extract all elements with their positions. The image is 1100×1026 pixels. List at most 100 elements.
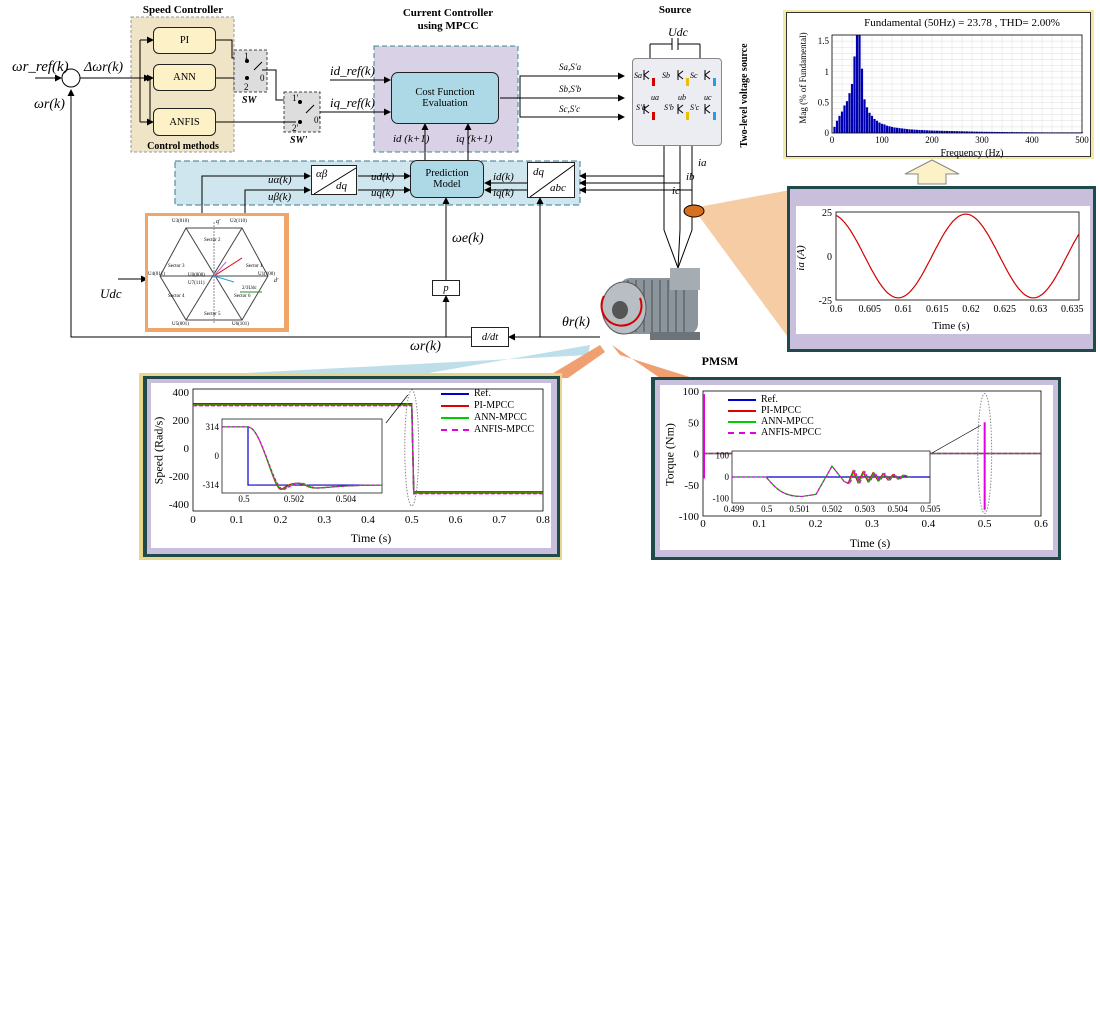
fft-bar	[893, 127, 896, 133]
inv-sb-prime-label: S'b	[664, 103, 674, 112]
fft-xtick-label: 500	[1075, 135, 1089, 145]
speed-inset-series	[222, 426, 383, 490]
inv-ub-label: ub	[678, 93, 686, 102]
fft-bar	[878, 122, 881, 133]
torque-legend: Ref. PI-MPCC ANN-MPCC ANFIS-MPCC	[728, 394, 821, 438]
sw-prime-mark-0: 0'	[314, 115, 321, 125]
ia-xtick-label: 0.625	[994, 304, 1017, 315]
fft-bar	[860, 68, 864, 133]
sw-mark-2: 2	[244, 82, 249, 92]
torque-legend-ref-text: Ref.	[761, 394, 778, 405]
omega-r-bottom-label: ωr(k)	[410, 339, 441, 354]
fft-bar	[1000, 132, 1004, 133]
fft-bar	[968, 131, 971, 133]
hex-u0: U0(000)	[188, 273, 205, 278]
fft-ytick-label: 0.5	[818, 97, 830, 107]
fft-bar	[993, 131, 996, 133]
speed-legend-ann: ANN-MPCC	[441, 412, 534, 424]
pmsm-label: PMSM	[701, 354, 739, 368]
hex-sector3: Sector 3	[168, 264, 185, 269]
inverter-circuit	[643, 38, 716, 120]
fft-bar	[910, 129, 914, 133]
inverter-box	[632, 58, 722, 146]
fft-bar	[938, 130, 941, 133]
ia-xtick-label: 0.62	[962, 304, 980, 315]
fft-xtick-label: 200	[925, 135, 939, 145]
ib-label: ib	[686, 171, 695, 183]
omega-e-label: ωe(k)	[452, 231, 484, 246]
sw-prime-mark-1: 1'	[292, 93, 299, 103]
pi-block: PI	[153, 27, 216, 54]
fft-bar	[965, 131, 969, 133]
speed-legend-ref-text: Ref.	[474, 388, 491, 399]
fft-ytick-label: 1.5	[818, 36, 830, 46]
fft-bar	[988, 131, 991, 133]
fft-bar	[1013, 132, 1016, 133]
hex-u5: U5(001)	[172, 322, 189, 327]
fft-bar	[865, 107, 869, 133]
fft-bar	[998, 131, 1001, 133]
fft-bar	[983, 131, 986, 133]
fft-bar	[845, 101, 849, 133]
speed-series-line	[193, 404, 543, 495]
fft-bar	[918, 129, 921, 133]
fft-bar	[955, 131, 959, 133]
speed-xtick-label: 0.3	[317, 514, 331, 526]
fft-xtick-label: 0	[830, 135, 835, 145]
torque-legend-anfis: ANFIS-MPCC	[728, 427, 821, 438]
hex-u4: U4(011)	[148, 272, 165, 277]
speed-legend-anfis: ANFIS-MPCC	[441, 424, 534, 436]
speed-inset-box	[221, 418, 383, 494]
speed-inset-xtick: 0.5	[238, 494, 250, 504]
speed-ytick-label: 400	[173, 387, 190, 399]
fft-bar	[848, 93, 851, 133]
current-controller-title-line2: using MPCC	[417, 19, 479, 32]
iq-k1-label: iq (k+1)	[456, 133, 493, 145]
fft-xtick-label: 300	[975, 135, 989, 145]
inv-ua-label: ua	[651, 93, 659, 102]
sw-switch	[233, 49, 268, 93]
hex-u7: U7(111)	[188, 281, 205, 286]
fft-bar	[895, 127, 899, 133]
ia-ytick-label: 25	[822, 208, 832, 219]
callout-wedge-speed	[150, 345, 590, 378]
ab-bottom-label: dq	[336, 180, 347, 192]
speed-zoom-pointer	[385, 394, 409, 424]
fft-bar	[985, 131, 989, 133]
ic-label: ic	[672, 185, 680, 197]
speed-legend-ann-text: ANN-MPCC	[474, 412, 527, 423]
fft-bar	[923, 130, 926, 133]
fft-bar	[903, 128, 906, 133]
torque-inset-xtick: 0.502	[822, 504, 842, 514]
speed-ylabel: Speed (Rad/s)	[151, 416, 166, 485]
u-alpha-label: uα(k)	[268, 174, 292, 186]
fft-bar	[950, 131, 954, 133]
udc-source-label: Udc	[668, 25, 688, 39]
fft-bar	[880, 123, 884, 133]
delta-omega-label: Δωr(k)	[84, 60, 124, 75]
speed-legend-pi: PI-MPCC	[441, 400, 534, 412]
ia-ylabel: ia (A)	[795, 245, 807, 271]
iq-label: iq(k)	[493, 187, 514, 199]
fft-bar	[833, 126, 836, 133]
speed-xtick-label: 0.6	[449, 514, 463, 526]
control-methods-label: Control methods	[147, 141, 219, 152]
speed-ytick-label: 200	[173, 415, 190, 427]
fft-xtick-label: 100	[875, 135, 889, 145]
fft-bar	[915, 129, 919, 133]
fft-ylabel: Mag (% of Fundamental)	[798, 32, 808, 124]
u-beta-label: uβ(k)	[268, 191, 292, 203]
fft-bar	[855, 35, 859, 133]
speed-xtick-label: 0	[190, 514, 196, 526]
hex-sector2: Sector 2	[204, 238, 221, 243]
sw-mark-1: 1	[244, 51, 249, 61]
ia-xtick-label: 0.605	[859, 304, 882, 315]
hex-sector5: Sector 5	[204, 312, 221, 317]
fft-bar	[888, 126, 891, 133]
fft-up-arrow	[904, 159, 960, 185]
speed-legend: Ref. PI-MPCC ANN-MPCC ANFIS-MPCC	[441, 388, 534, 436]
